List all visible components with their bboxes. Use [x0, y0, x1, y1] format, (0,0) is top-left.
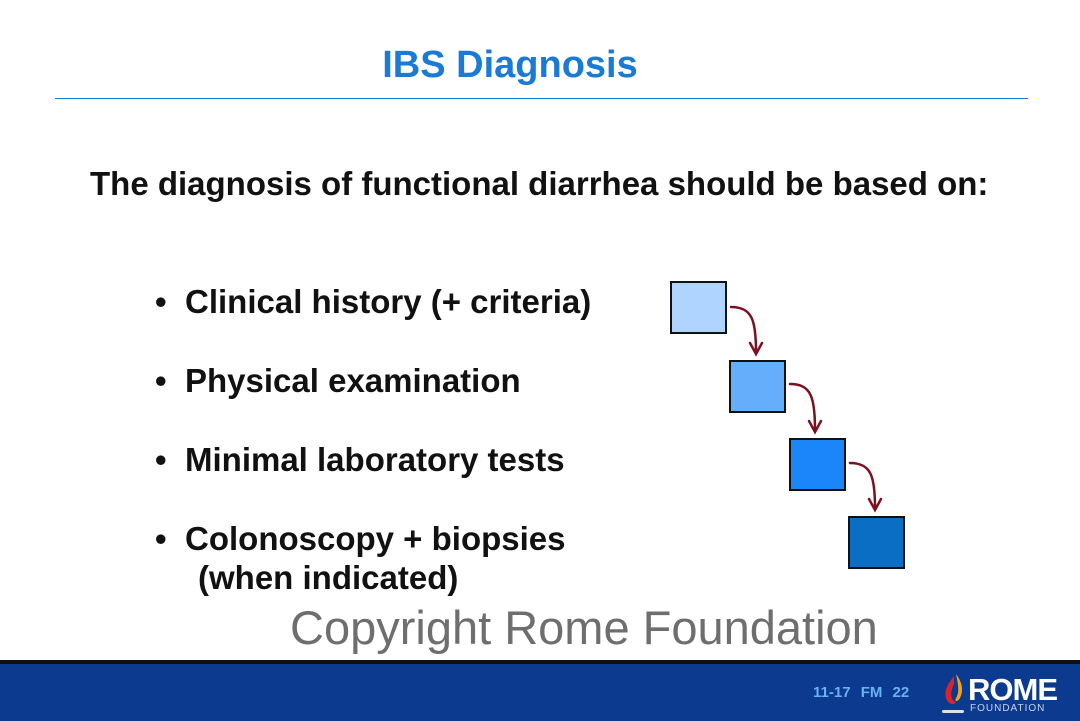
logo-wordmark: ROME: [968, 672, 1058, 707]
rome-foundation-logo: ROME FOUNDATION: [938, 672, 1063, 716]
bullet-item: • Clinical history (+ criteria): [155, 282, 591, 321]
bullet-text: Physical examination: [185, 362, 521, 399]
step-box-2: [729, 360, 786, 413]
arrow-icon: [848, 461, 877, 510]
bullet-item: • Physical examination: [155, 361, 521, 400]
arrow-icon: [867, 497, 883, 513]
bullet-dot: •: [155, 520, 167, 557]
flame-icon: [942, 674, 964, 713]
arrow-icon: [729, 305, 758, 354]
title-divider: [55, 98, 1028, 99]
bullet-dot: •: [155, 362, 167, 399]
bullet-item: • Colonoscopy + biopsies(when indicated): [155, 519, 565, 597]
arrow-icon: [788, 382, 817, 432]
intro-text: The diagnosis of functional diarrhea sho…: [90, 165, 989, 202]
bullet-dot: •: [155, 441, 167, 478]
arrow-icon: [807, 419, 823, 435]
footer-divider: [0, 660, 1080, 664]
step-box-4: [848, 516, 905, 569]
slide-number: 11-17 FM 22: [813, 684, 910, 701]
slide-title: IBS Diagnosis: [382, 44, 638, 86]
bullet-text: Minimal laboratory tests: [185, 441, 565, 478]
bullet-dot: •: [155, 283, 167, 320]
bullet-text: Colonoscopy + biopsies: [185, 520, 566, 557]
bullet-item: • Minimal laboratory tests: [155, 440, 565, 479]
bullet-continuation: (when indicated): [198, 559, 459, 596]
footer-bar: [0, 664, 1080, 721]
step-box-1: [670, 281, 727, 334]
copyright-watermark: Copyright Rome Foundation: [290, 601, 878, 654]
step-box-3: [789, 438, 846, 491]
arrow-icon: [748, 341, 764, 357]
logo-subtitle: FOUNDATION: [970, 703, 1046, 714]
bullet-text: Clinical history (+ criteria): [185, 283, 592, 320]
